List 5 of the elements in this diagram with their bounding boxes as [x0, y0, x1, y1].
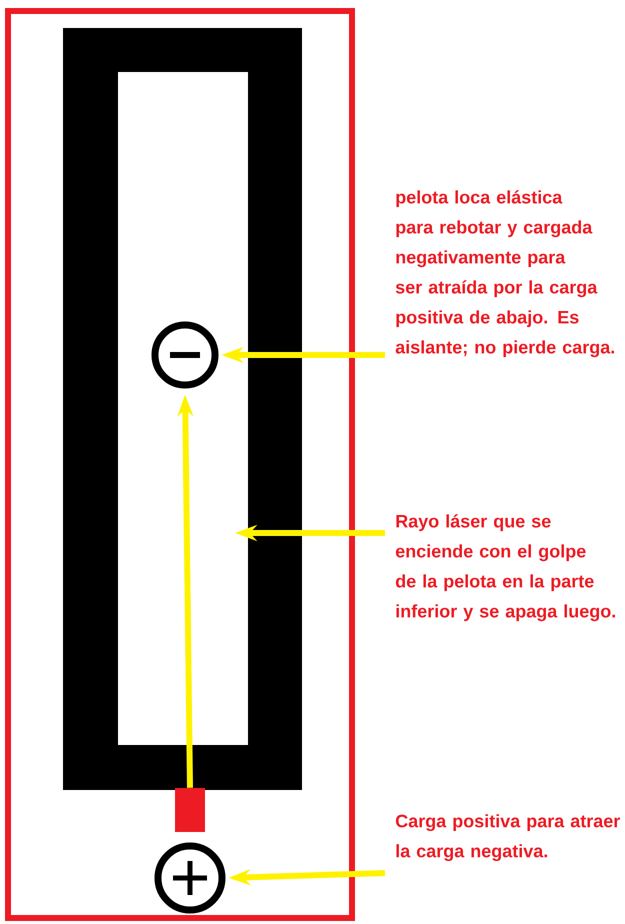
charge-ball [154, 842, 226, 914]
note-text: Rayo láser que se enciende con el golpe de la pelota en la parte inferior y se apaga luego. [396, 514, 616, 622]
laser-emitter [175, 788, 205, 832]
note-text: Carga positiva para atraer la carga negativa. [396, 814, 620, 862]
note-text: pelota loca elástica para rebotar y cargada negativamente para ser atraída por la carga positiva de abajo. Es aislante; no pierde carga. [396, 190, 614, 358]
